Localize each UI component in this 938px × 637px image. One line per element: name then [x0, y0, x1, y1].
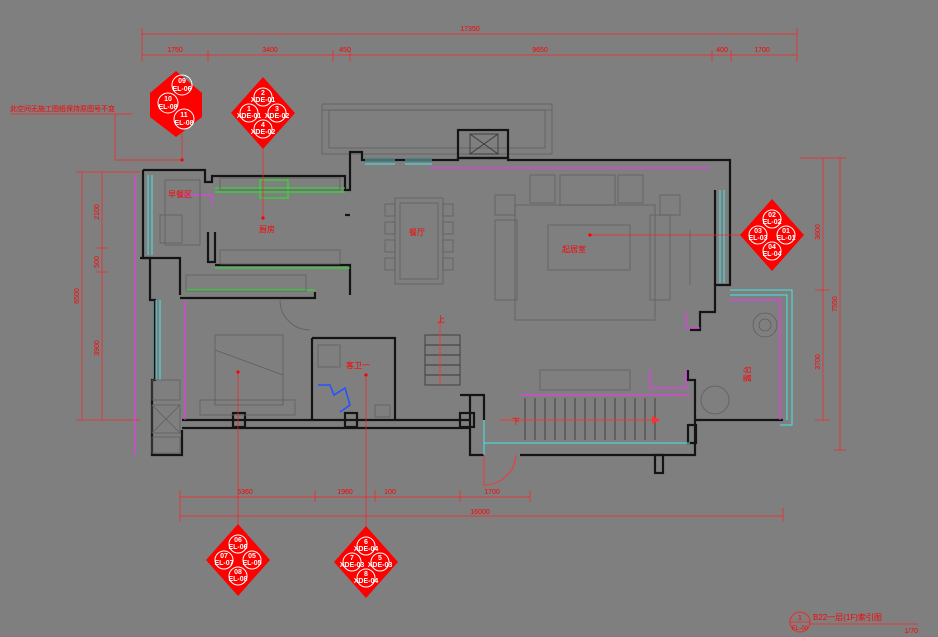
svg-text:EL-08: EL-08 — [174, 120, 193, 127]
svg-text:EL-05: EL-05 — [242, 560, 261, 567]
top-dimensions: 17350 1750 3400 450 9650 400 1700 — [141, 26, 798, 62]
top-terrace — [321, 103, 553, 160]
dim-right-1: 3600 — [815, 224, 822, 240]
dim-total-top: 17350 — [460, 26, 480, 33]
index-tag-top-mid: 2 XDE-01 1 XDE-01 3 XDE-02 4 XDE-02 — [231, 77, 295, 149]
index-tag-right: 02 EL-02 03 EL-03 01 EL-01 04 EL-04 — [740, 199, 804, 271]
svg-text:07: 07 — [220, 553, 228, 560]
leader-lines — [180, 130, 740, 528]
window-lines — [134, 159, 793, 455]
dim-top-5: 400 — [716, 47, 728, 54]
svg-text:EL-04: EL-04 — [762, 251, 781, 258]
svg-text:01: 01 — [782, 228, 790, 235]
svg-text:10: 10 — [164, 96, 172, 103]
dim-top-3: 450 — [339, 47, 351, 54]
right-dimensions: 3600 3700 7550 — [800, 157, 846, 451]
svg-text:XDE-02: XDE-02 — [251, 129, 276, 136]
index-tag-bottom-mid: 6 XDE-04 7 XDE-03 5 XDE-03 8 XDE-04 — [334, 526, 398, 598]
left-dimensions: 6500 2100 500 3900 — [74, 171, 140, 421]
title-text: B22一层(1F)索引图 — [813, 612, 882, 622]
dim-top-6: 1700 — [754, 47, 770, 54]
note-text: 此空间无施工图纸保持原图号不变 — [10, 104, 115, 113]
dim-top-4: 9650 — [532, 47, 548, 54]
dim-bottom-3: 100 — [384, 489, 396, 496]
dim-bottom-2: 1960 — [337, 489, 353, 496]
room-labels: 早餐区 厨房 餐厅 起居室 客卫一 露台 上 下 — [168, 190, 752, 426]
svg-text:XDE-04: XDE-04 — [354, 546, 379, 553]
svg-text:2: 2 — [261, 90, 265, 97]
dim-top-1: 1750 — [167, 47, 183, 54]
svg-text:EL-02: EL-02 — [762, 219, 781, 226]
svg-text:XDE-03: XDE-03 — [368, 562, 393, 569]
svg-text:XDE-03: XDE-03 — [340, 562, 365, 569]
dim-bottom-total: 16000 — [470, 509, 490, 516]
stair-up-label: 上 — [437, 315, 445, 324]
room-terrace: 露台 — [742, 366, 752, 382]
note-block: 此空间无施工图纸保持原图号不变 — [10, 104, 182, 161]
svg-text:EL-08: EL-08 — [228, 576, 247, 583]
svg-text:06: 06 — [234, 537, 242, 544]
svg-text:7: 7 — [350, 555, 354, 562]
svg-text:EL-03: EL-03 — [748, 235, 767, 242]
title-block: 1 EL-00 B22一层(1F)索引图 1/70 — [789, 611, 918, 635]
dim-right-total: 7550 — [832, 296, 839, 312]
dim-right-2: 3700 — [815, 354, 822, 370]
svg-text:8: 8 — [364, 571, 368, 578]
room-bathroom: 客卫一 — [346, 360, 370, 370]
stair-down-label: 下 — [512, 417, 520, 426]
walls — [140, 150, 783, 475]
index-tag-top-left: 09 EL-06 10 EL-08 11 EL-08 — [150, 71, 202, 137]
svg-text:5: 5 — [378, 555, 382, 562]
svg-text:EL-01: EL-01 — [776, 235, 795, 242]
room-kitchen-storage: 早餐区 — [168, 190, 192, 199]
room-kitchen: 厨房 — [259, 224, 275, 234]
furniture — [151, 174, 778, 486]
svg-text:09: 09 — [178, 78, 186, 85]
svg-text:05: 05 — [248, 553, 256, 560]
svg-text:XDE-02: XDE-02 — [265, 113, 290, 120]
room-living: 起居室 — [562, 244, 586, 254]
svg-text:08: 08 — [234, 569, 242, 576]
svg-text:EL-07: EL-07 — [214, 560, 233, 567]
svg-text:XDE-01: XDE-01 — [251, 97, 276, 104]
svg-text:02: 02 — [768, 212, 776, 219]
dim-left-1: 2100 — [94, 204, 101, 220]
svg-text:04: 04 — [768, 244, 776, 251]
svg-text:XDE-01: XDE-01 — [237, 113, 262, 120]
svg-text:03: 03 — [754, 228, 762, 235]
title-sheet: EL-00 — [792, 626, 809, 632]
title-number: 1 — [798, 615, 802, 622]
dim-bottom-4: 1700 — [484, 489, 500, 496]
svg-text:6: 6 — [364, 539, 368, 546]
svg-text:XDE-04: XDE-04 — [354, 578, 379, 585]
svg-text:11: 11 — [180, 112, 188, 119]
dim-left-3: 3900 — [94, 340, 101, 356]
svg-text:4: 4 — [261, 122, 265, 129]
dim-bottom-1: 5360 — [237, 489, 253, 496]
room-dining: 餐厅 — [409, 228, 425, 237]
svg-text:1: 1 — [247, 106, 251, 113]
index-tag-bottom-left: 06 EL-06 07 EL-07 05 EL-05 08 EL-08 — [206, 524, 270, 596]
dim-top-2: 3400 — [262, 47, 278, 54]
title-scale: 1/70 — [904, 628, 918, 635]
dim-left-total: 6500 — [74, 288, 81, 304]
bottom-dimensions: 5360 1960 100 1700 16000 — [179, 489, 784, 522]
dim-left-2: 500 — [94, 256, 101, 268]
svg-text:3: 3 — [275, 106, 279, 113]
svg-text:EL-06: EL-06 — [172, 86, 191, 93]
svg-text:EL-06: EL-06 — [228, 544, 247, 551]
svg-text:EL-08: EL-08 — [158, 104, 177, 111]
